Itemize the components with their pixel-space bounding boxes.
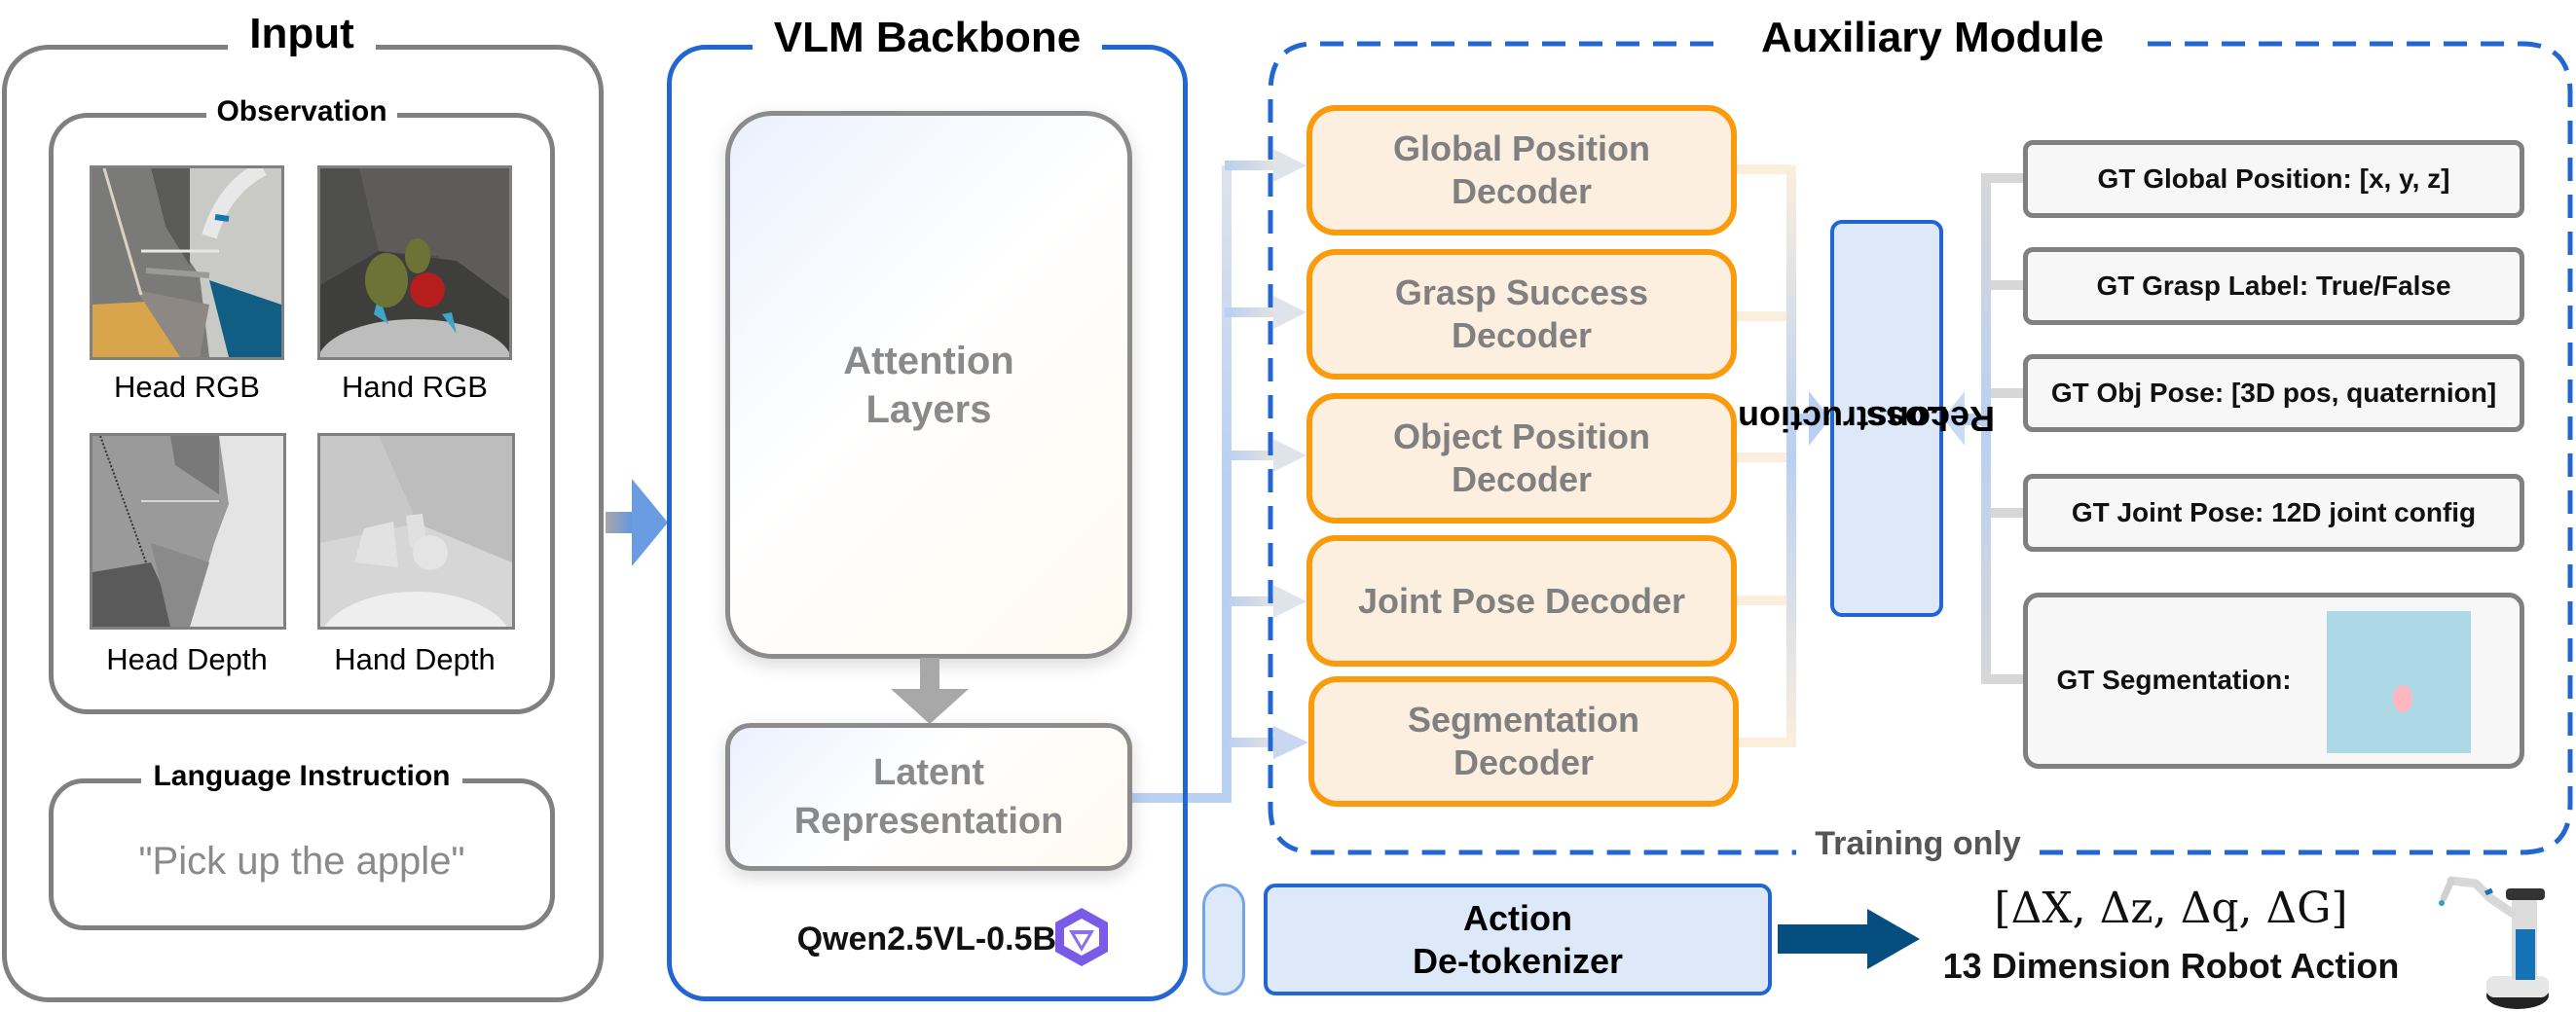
latent-to-decoders-line — [1132, 165, 1232, 803]
auxiliary-module-border — [1268, 41, 2573, 855]
input-to-vlm-arrow — [606, 479, 668, 566]
action-detokenizer-block: Action De-tokenizer — [1264, 884, 1772, 995]
model-name-label: Qwen2.5VL-0.5B — [796, 920, 1056, 958]
action-vector-formula: [ΔX, Δz, Δq, ΔG] — [1994, 884, 2348, 933]
branch-arrow-3-head — [1273, 439, 1306, 472]
attention-label-line2: Layers — [865, 387, 992, 431]
hand-depth-label: Hand Depth — [334, 642, 496, 676]
attention-label-line1: Attention — [843, 339, 1014, 382]
branch-arrow-1 — [1225, 161, 1273, 170]
robot-action-label: 13 Dimension Robot Action — [1942, 946, 2400, 986]
branch-arrow-5 — [1225, 738, 1273, 747]
detokenizer-output-arrow — [1778, 909, 1920, 969]
input-title: Input — [0, 10, 604, 58]
reconstruction-loss-label: Reconstruction Loss — [1737, 399, 1996, 439]
branch-arrow-4 — [1225, 596, 1273, 606]
gt-to-loss-arrowhead — [1943, 391, 1965, 446]
collector-to-loss-line — [1791, 414, 1811, 425]
observation-title: Observation — [49, 95, 555, 128]
training-only-label: Training only — [1796, 825, 2040, 863]
qwen-logo-icon — [1055, 908, 1108, 966]
auxiliary-module-title: Auxiliary Module — [1723, 14, 2142, 62]
gt-collector-line — [1981, 173, 1991, 684]
gt-segmentation-label: GT Segmentation: — [2056, 665, 2292, 695]
latent-label-line1: Latent — [873, 752, 984, 793]
attention-to-latent-arrow — [891, 658, 969, 724]
collector-to-loss-arrowhead — [1809, 391, 1830, 446]
branch-arrow-2-head — [1273, 296, 1306, 329]
gt-global-position: GT Global Position: [x, y, z] — [2023, 140, 2524, 218]
robot-icon — [2439, 876, 2549, 1009]
gt-segmentation-mask-image — [2327, 611, 2471, 753]
latent-representation-block: Latent Representation — [725, 723, 1132, 871]
hand-rgb-label: Hand RGB — [342, 370, 488, 404]
reconstruction-loss-block — [1830, 220, 1943, 617]
gt-object-pose: GT Obj Pose: [3D pos, quaternion] — [2023, 354, 2524, 432]
head-depth-label: Head Depth — [106, 642, 268, 676]
gt-lines — [1986, 173, 2023, 684]
branch-arrow-1-head — [1273, 149, 1306, 182]
latent-label-line2: Representation — [793, 801, 1064, 842]
branch-arrow-3 — [1225, 451, 1273, 460]
segmentation-object-blob — [2393, 685, 2412, 712]
head-depth-image — [90, 433, 286, 630]
gt-joint-pose: GT Joint Pose: 12D joint config — [2023, 474, 2524, 552]
hand-rgb-image — [317, 165, 512, 360]
head-rgb-label: Head RGB — [114, 370, 260, 404]
gt-grasp-label: GT Grasp Label: True/False — [2023, 247, 2524, 325]
branch-arrow-5-head — [1273, 726, 1308, 759]
gt-to-loss-line — [1963, 414, 1984, 425]
language-instruction-text: "Pick up the apple" — [138, 839, 465, 883]
language-instruction-title: Language Instruction — [49, 760, 555, 793]
head-rgb-image — [90, 165, 284, 360]
decoder-collector-line — [1786, 165, 1796, 747]
joint-pose-decoder: Joint Pose Decoder — [1306, 535, 1737, 667]
decoder-input-arrows — [1225, 149, 1308, 759]
hand-depth-image — [317, 433, 515, 630]
vlm-backbone-title: VLM Backbone — [667, 14, 1188, 62]
branch-arrow-2 — [1225, 307, 1273, 317]
attention-layers-block: Attention Layers — [725, 111, 1132, 659]
action-token-pill — [1202, 884, 1245, 995]
decoder-output-lines — [1737, 164, 1791, 747]
branch-arrow-4-head — [1273, 585, 1306, 618]
